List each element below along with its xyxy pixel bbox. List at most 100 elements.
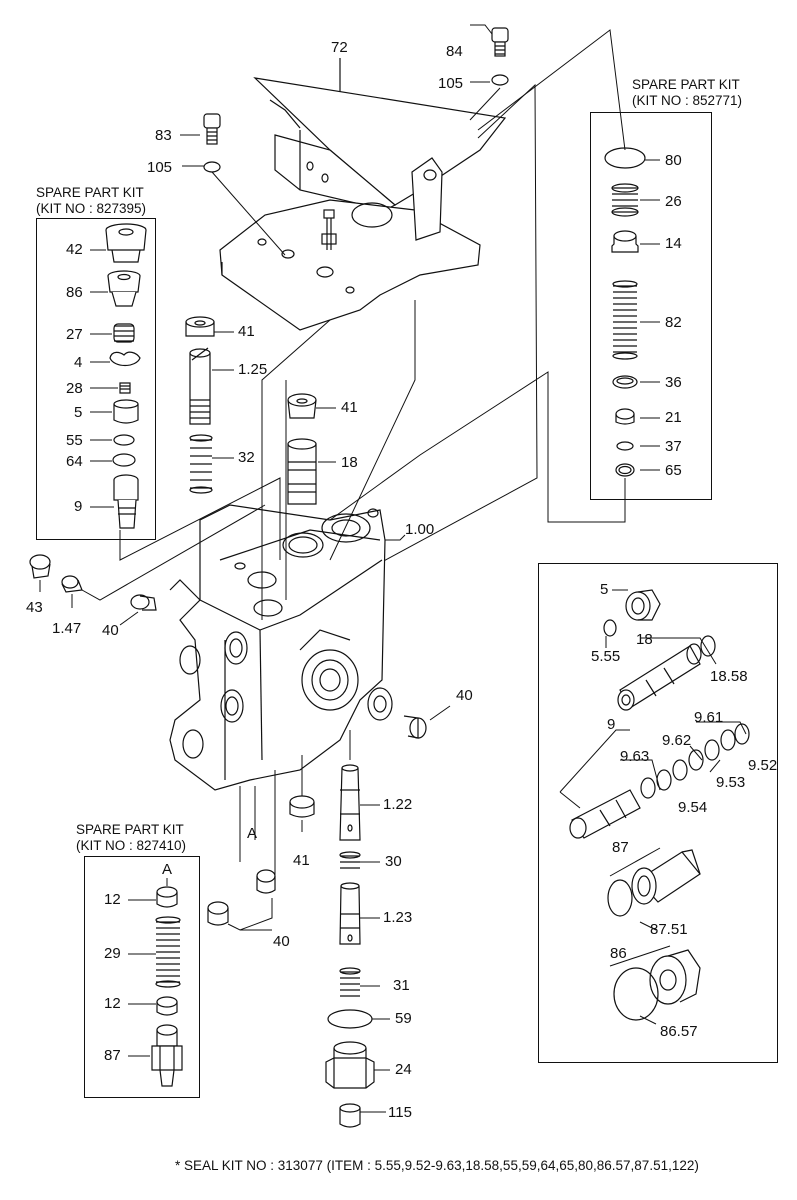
bottom-kit-title: SPARE PART KIT bbox=[76, 822, 184, 837]
part-label: 41 bbox=[238, 323, 255, 340]
part-label: 30 bbox=[385, 853, 402, 870]
part-label: 18.58 bbox=[710, 668, 748, 685]
part-label: 37 bbox=[665, 438, 682, 455]
bolt-83 bbox=[203, 113, 221, 145]
right-kit-number: (KIT NO : 852771) bbox=[632, 93, 743, 108]
plug-40-right bbox=[367, 687, 427, 739]
seal-kit-footnote: * SEAL KIT NO : 313077 (ITEM : 5.55,9.52… bbox=[175, 1158, 699, 1173]
part-label: 26 bbox=[665, 193, 682, 210]
oring-105-left bbox=[203, 161, 221, 173]
part-label: 18 bbox=[636, 631, 653, 648]
part-label: 64 bbox=[66, 453, 83, 470]
part-label: 82 bbox=[665, 314, 682, 331]
part-label: A bbox=[247, 825, 258, 842]
part-label: 83 bbox=[155, 127, 172, 144]
part-label: 12 bbox=[104, 891, 121, 908]
part-label: 65 bbox=[665, 462, 682, 479]
part-label: 21 bbox=[665, 409, 682, 426]
part-label: 87 bbox=[612, 839, 629, 856]
detail-parts bbox=[559, 589, 750, 1025]
detail-box bbox=[538, 563, 778, 1063]
part-label: 32 bbox=[238, 449, 255, 466]
part-label: 41 bbox=[341, 399, 358, 416]
plug-43 bbox=[29, 554, 51, 579]
part-label: 9 bbox=[607, 716, 616, 733]
bottom-kit-parts bbox=[151, 886, 183, 1087]
part-label: 36 bbox=[665, 374, 682, 391]
part-label: 40 bbox=[102, 622, 119, 639]
oring-105-top bbox=[491, 74, 509, 86]
part-label: 84 bbox=[446, 43, 463, 60]
part-label: 29 bbox=[104, 945, 121, 962]
part-label: 1.47 bbox=[52, 620, 82, 637]
plug-115 bbox=[339, 1103, 361, 1128]
spool-1-25 bbox=[189, 347, 211, 425]
part-label: 9.52 bbox=[748, 757, 778, 774]
spring-32 bbox=[189, 434, 213, 494]
part-label: 115 bbox=[388, 1104, 412, 1121]
part-label: 43 bbox=[26, 599, 43, 616]
orifice-1-47 bbox=[61, 575, 83, 593]
part-label: 41 bbox=[293, 852, 310, 869]
valve-body-1-00 bbox=[169, 504, 386, 791]
left-kit-parts bbox=[105, 223, 147, 529]
oring-59 bbox=[327, 1009, 373, 1029]
plug-24 bbox=[325, 1041, 375, 1089]
bottom-kit-number: (KIT NO : 827410) bbox=[76, 838, 187, 853]
part-label: 9 bbox=[74, 498, 83, 515]
part-label: 1.23 bbox=[383, 909, 413, 926]
spring-30 bbox=[339, 851, 361, 869]
part-label: 40 bbox=[273, 933, 290, 950]
plug-41-lower bbox=[289, 795, 315, 818]
part-label: 14 bbox=[665, 235, 682, 252]
plug-41-mid bbox=[287, 393, 317, 419]
spring-31 bbox=[339, 967, 361, 997]
part-label: 87.51 bbox=[650, 921, 688, 938]
part-label: 55 bbox=[66, 432, 83, 449]
part-label: 86 bbox=[66, 284, 83, 301]
part-label: 105 bbox=[147, 159, 173, 176]
part-label: 12 bbox=[104, 995, 121, 1012]
left-kit-number: (KIT NO : 827395) bbox=[36, 201, 147, 216]
part-label: 59 bbox=[395, 1010, 412, 1027]
part-label: 86 bbox=[610, 945, 627, 962]
part-label: 1.00 bbox=[405, 521, 435, 538]
lever-plate-part bbox=[219, 77, 507, 331]
part-label: 5 bbox=[600, 581, 609, 598]
part-label: 87 bbox=[104, 1047, 121, 1064]
part-label: 105 bbox=[438, 75, 464, 92]
left-kit-title: SPARE PART KIT bbox=[36, 185, 144, 200]
part-label: 5 bbox=[74, 404, 83, 421]
part-label: 24 bbox=[395, 1061, 412, 1078]
part-label: 72 bbox=[331, 39, 348, 56]
part-label: 42 bbox=[66, 241, 83, 258]
part-label: 18 bbox=[341, 454, 358, 471]
part-label: 5.55 bbox=[591, 648, 621, 665]
bolt-84 bbox=[491, 27, 509, 57]
part-label: 1.25 bbox=[238, 361, 268, 378]
spool-1-22 bbox=[339, 764, 361, 841]
left-kit-box bbox=[36, 218, 156, 540]
part-label: 27 bbox=[66, 326, 83, 343]
part-label: 80 bbox=[665, 152, 682, 169]
plug-41-top bbox=[185, 316, 215, 337]
part-label: 9.54 bbox=[678, 799, 708, 816]
plug-40-left bbox=[130, 594, 157, 611]
spool-1-23 bbox=[339, 882, 361, 945]
part-label: 31 bbox=[393, 977, 410, 994]
part-label: 9.62 bbox=[662, 732, 692, 749]
right-kit-title: SPARE PART KIT bbox=[632, 77, 740, 92]
right-kit-box bbox=[590, 112, 712, 500]
part-label: 9.63 bbox=[620, 748, 650, 765]
part-label: 9.61 bbox=[694, 709, 724, 726]
part-label: A bbox=[162, 861, 173, 878]
part-label: 9.53 bbox=[716, 774, 746, 791]
part-label: 28 bbox=[66, 380, 83, 397]
part-label: 4 bbox=[74, 354, 83, 371]
right-kit-parts bbox=[604, 147, 646, 477]
part-label: 1.22 bbox=[383, 796, 413, 813]
part-label: 86.57 bbox=[660, 1023, 698, 1040]
plugs-40-bottom bbox=[207, 869, 276, 926]
spool-18 bbox=[287, 438, 317, 505]
